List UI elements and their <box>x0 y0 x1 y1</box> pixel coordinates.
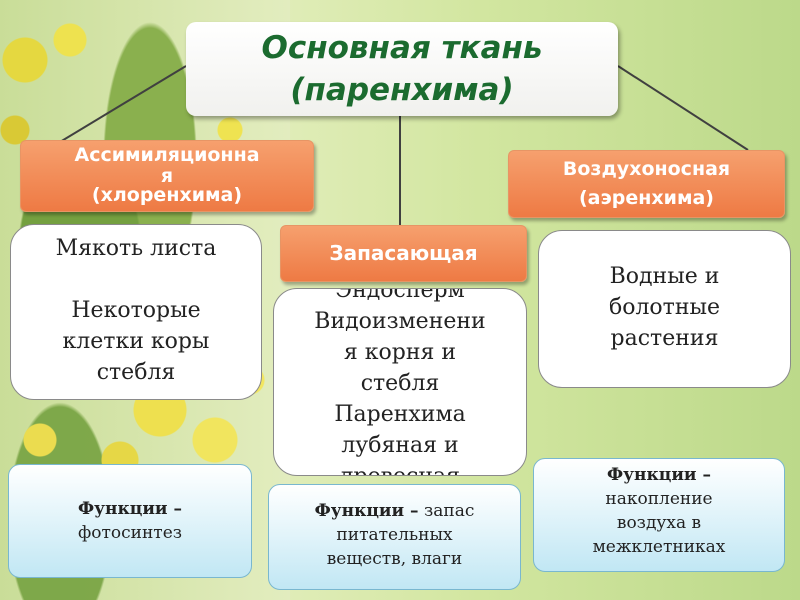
category-assimilation-line1: Ассимиляционна <box>74 144 260 166</box>
function-box-aerenchyma: Функции – накопление воздуха в межклетни… <box>533 458 785 572</box>
function-text: веществ, влаги <box>326 549 463 569</box>
category-assimilation-line3: (хлоренхима) <box>91 184 243 206</box>
function-text: межклетниках <box>592 537 726 557</box>
function-text-inline: запас <box>418 501 475 521</box>
main-title-line2: (паренхима) <box>290 72 514 108</box>
connector-left <box>54 65 187 146</box>
example-line: стебля <box>96 360 176 385</box>
examples-storage: Эндосперм Видоизменени я корня и стебля … <box>273 288 527 476</box>
main-title-line1: Основная ткань <box>261 30 543 66</box>
category-aerenchyma-line1: Воздухоносная <box>562 158 731 180</box>
example-line: стебля <box>360 371 440 396</box>
function-box-assimilation: Функции – фотосинтез <box>8 464 252 578</box>
category-aerenchyma-line2: (аэренхима) <box>579 187 714 209</box>
examples-aerenchyma: Водные и болотные растения <box>538 230 791 388</box>
example-line: клетки коры <box>62 329 210 354</box>
function-label: Функции – <box>78 499 182 519</box>
connector-right <box>617 65 749 151</box>
example-line: древесная <box>274 461 526 475</box>
example-line: я корня и <box>343 340 457 365</box>
example-line <box>11 264 261 295</box>
category-assimilation-line2: я <box>160 165 174 187</box>
main-title-box: Основная ткань (паренхима) <box>186 22 618 116</box>
examples-assimilation: Мякоть листа Некоторые клетки коры стебл… <box>10 224 262 400</box>
example-line: Паренхима <box>334 402 466 427</box>
example-line: Эндосперм <box>335 288 465 303</box>
example-line: Некоторые <box>71 298 201 323</box>
example-line: растения <box>610 326 719 351</box>
category-assimilation: Ассимиляционна я (хлоренхима) <box>20 140 314 212</box>
example-line: Видоизменени <box>314 309 486 334</box>
function-box-storage: Функции – запас питательных веществ, вла… <box>268 484 521 590</box>
example-line: болотные <box>608 295 721 320</box>
category-storage: Запасающая <box>280 225 527 282</box>
example-line: лубяная и <box>341 433 459 458</box>
category-storage-label: Запасающая <box>329 241 478 265</box>
function-text: воздуха в <box>616 513 702 533</box>
function-text: фотосинтез <box>77 523 183 543</box>
category-aerenchyma: Воздухоносная (аэренхима) <box>508 150 785 218</box>
example-line: Водные и <box>609 264 720 289</box>
function-text: питательных <box>336 525 453 545</box>
function-label: Функции – <box>607 465 711 485</box>
function-label: Функции – <box>314 501 419 521</box>
example-line: Мякоть листа <box>55 236 217 261</box>
function-text: накопление <box>605 489 713 509</box>
